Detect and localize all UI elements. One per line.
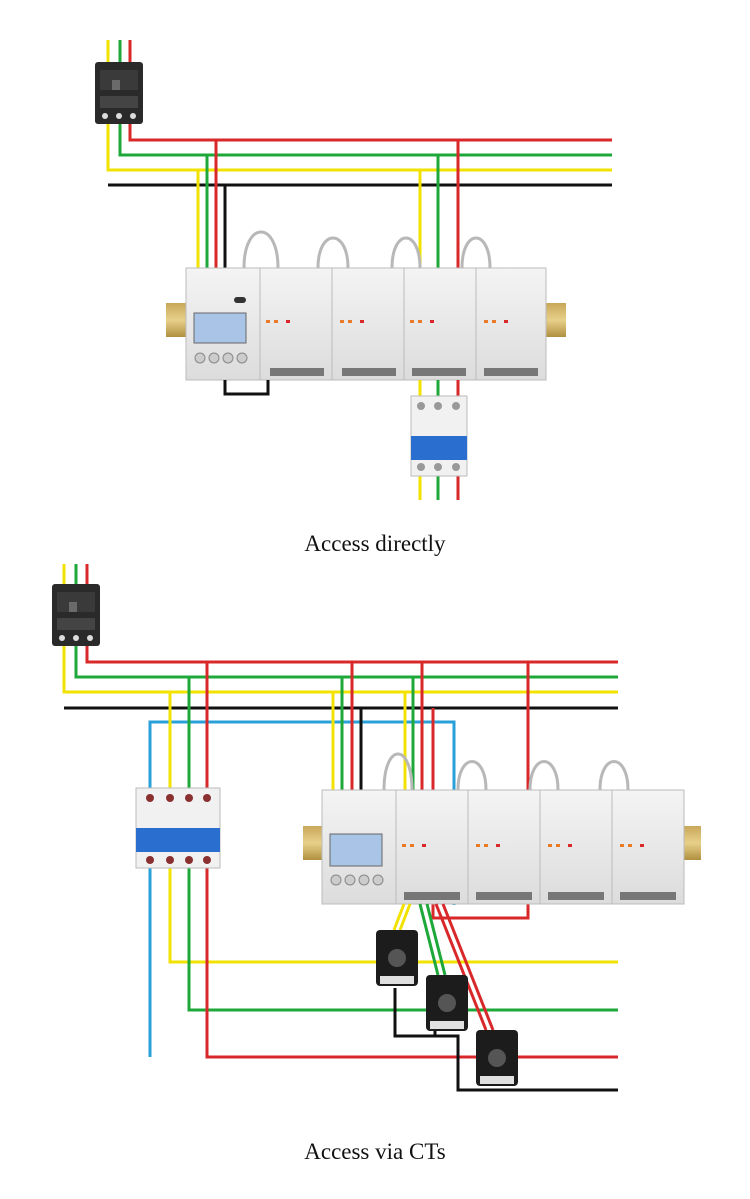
loop-wires-top xyxy=(242,230,492,269)
bus-green-top xyxy=(118,40,612,157)
expansion-modules-bottom xyxy=(395,789,685,905)
mccb-icon xyxy=(52,584,100,646)
meter-taps-top xyxy=(196,140,460,268)
expansion-modules-top xyxy=(259,267,547,381)
bus-yellow-top xyxy=(106,40,612,172)
mcb-icon xyxy=(410,395,468,477)
mcb-icon xyxy=(135,787,221,869)
diagram-access-directly xyxy=(95,40,612,500)
bus-red-bottom xyxy=(85,564,618,664)
caption-access-via-cts: Access via CTs xyxy=(304,1139,446,1164)
bus-green-bottom xyxy=(74,564,618,679)
meter-main-module-top xyxy=(185,267,261,381)
diagram-access-via-cts xyxy=(52,564,701,1092)
caption-access-directly: Access directly xyxy=(304,531,446,556)
lcd-screen xyxy=(193,312,247,344)
meter-to-mcb-lines xyxy=(418,380,460,500)
ct-secondary-wires xyxy=(392,903,495,1031)
split-core-ct-icon xyxy=(376,930,418,986)
meter-main-module-bottom xyxy=(321,789,397,905)
split-core-ct-icon xyxy=(476,1030,518,1086)
bus-lines-top xyxy=(106,40,612,187)
lcd-screen xyxy=(329,833,383,867)
mccb-icon xyxy=(95,62,143,124)
bus-red-top xyxy=(128,40,612,142)
split-core-ct-icon xyxy=(426,975,468,1031)
bridge-wire-top xyxy=(223,380,270,396)
bus-yellow-bottom xyxy=(62,564,618,694)
loop-wires-bottom xyxy=(382,752,630,791)
